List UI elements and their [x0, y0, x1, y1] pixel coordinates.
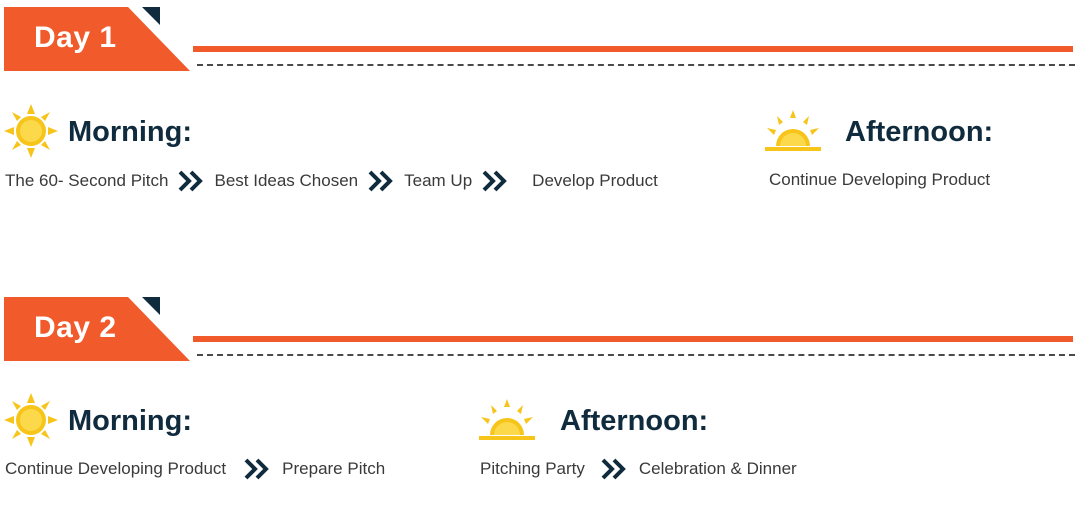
day-2-dashed-divider	[197, 354, 1075, 356]
list-item: Best Ideas Chosen	[214, 171, 359, 190]
day-1-banner: Day 1	[4, 7, 190, 71]
day-2-section: Day 2 Morning: Continue Developing Produ…	[0, 290, 1080, 520]
chevron-right-icon	[601, 458, 626, 480]
day-1-morning-title: Morning:	[68, 116, 193, 148]
list-item: Team Up	[404, 171, 473, 190]
list-item: Develop Product	[532, 171, 658, 190]
day-1-section: Day 1 Morning: The 60- Second Pitch Best…	[0, 0, 1080, 230]
day-2-divider	[193, 336, 1073, 342]
day-2-afternoon-title: Afternoon:	[560, 405, 709, 437]
list-item: Continue Developing Product	[769, 170, 991, 189]
sun-icon	[4, 393, 58, 452]
list-item: Prepare Pitch	[282, 459, 386, 478]
list-item: Continue Developing Product	[5, 459, 227, 478]
day-1-dashed-divider	[197, 64, 1075, 66]
day-1-divider	[193, 46, 1073, 52]
chevron-right-icon	[482, 170, 508, 192]
day-2-morning-steps: Continue Developing Product Prepare Pitc…	[5, 458, 385, 480]
day-2-label: Day 2	[34, 311, 117, 344]
list-item: Pitching Party	[480, 459, 585, 478]
sunset-icon	[764, 110, 822, 159]
list-item: Celebration & Dinner	[638, 459, 797, 478]
day-1-morning-steps: The 60- Second Pitch Best Ideas Chosen T…	[5, 170, 658, 192]
sunset-icon	[478, 399, 536, 448]
day-2-morning-title: Morning:	[68, 405, 193, 437]
chevron-right-icon	[244, 458, 269, 480]
day-1-afternoon-steps: Continue Developing Product	[769, 170, 990, 190]
sun-icon	[4, 104, 58, 163]
chevron-right-icon	[368, 170, 393, 192]
day-1-afternoon-title: Afternoon:	[845, 116, 994, 148]
day-2-banner: Day 2	[4, 297, 190, 361]
list-item: The 60- Second Pitch	[5, 171, 169, 190]
day-1-label: Day 1	[34, 21, 117, 54]
day-2-afternoon-steps: Pitching Party Celebration & Dinner	[480, 458, 797, 480]
chevron-right-icon	[179, 170, 204, 192]
